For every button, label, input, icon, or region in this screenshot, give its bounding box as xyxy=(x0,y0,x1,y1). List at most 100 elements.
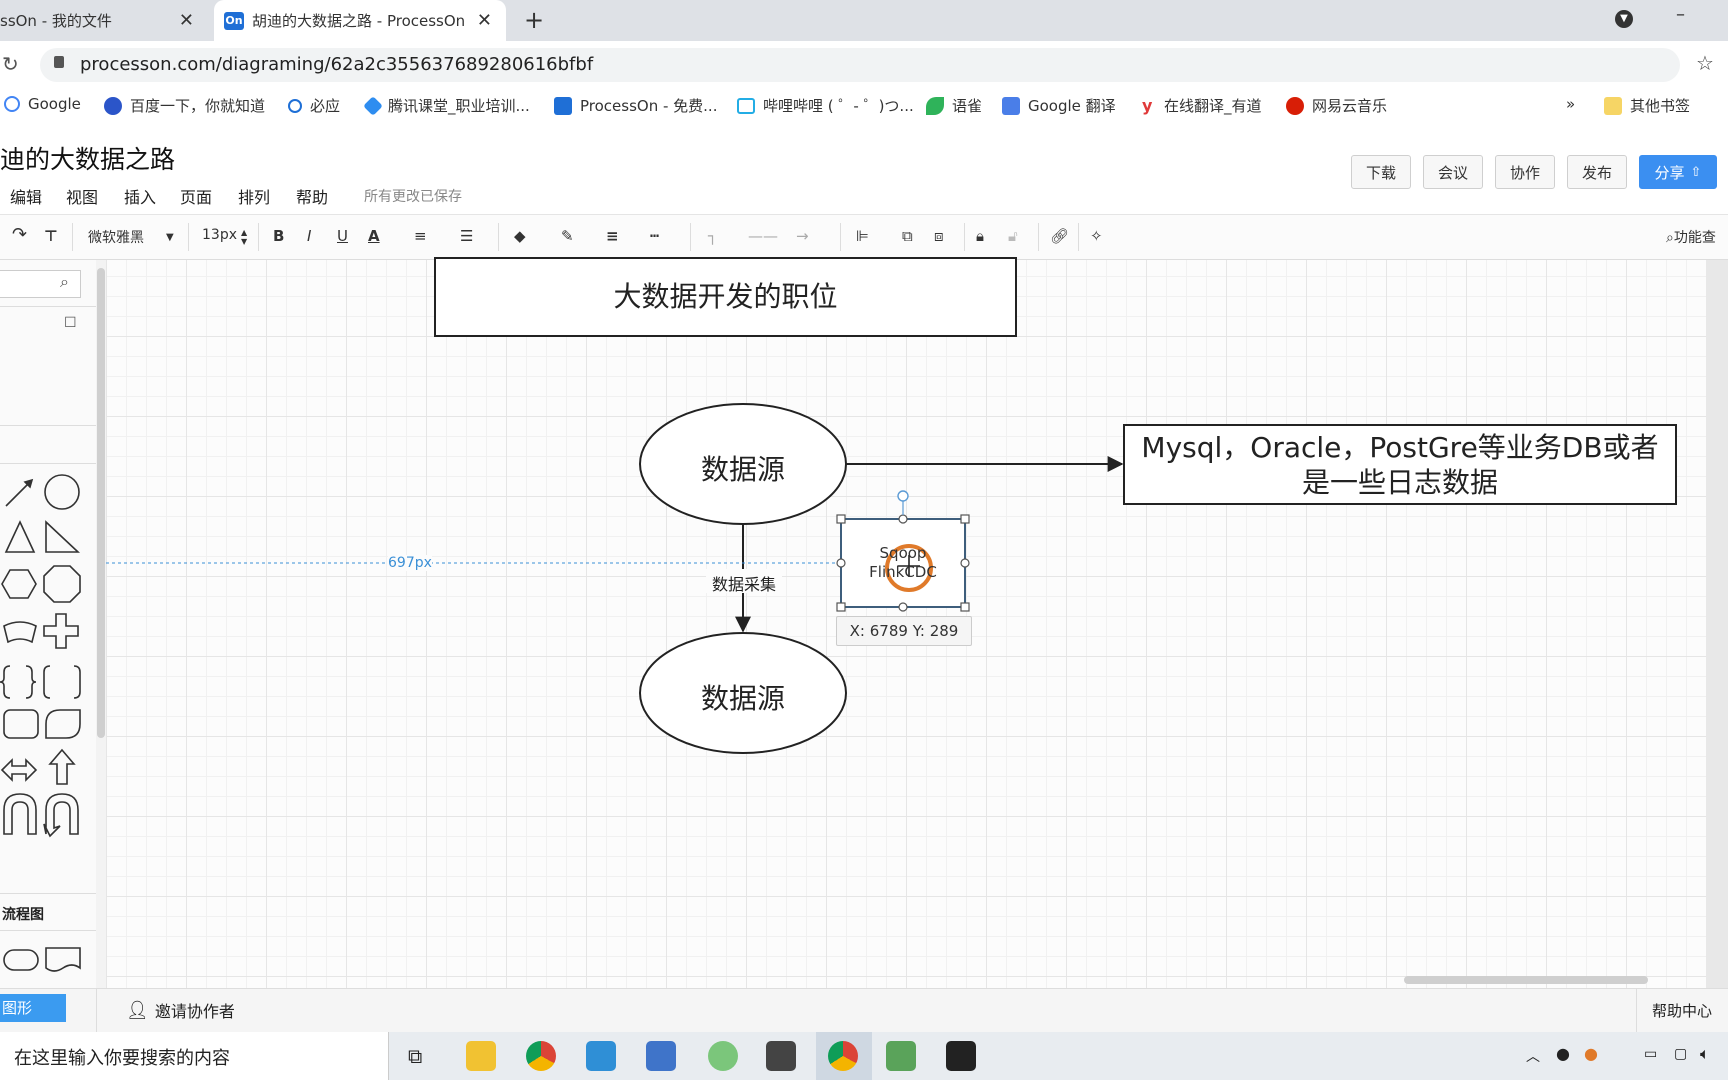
tab-my-files[interactable]: ssOn - 我的文件 ✕ xyxy=(0,0,208,41)
menu-page[interactable]: 页面 xyxy=(180,188,213,207)
format-painter-icon[interactable]: ⊤ xyxy=(44,227,58,245)
send-back-icon[interactable]: ⧈ xyxy=(934,227,944,245)
arrow-line-shape[interactable] xyxy=(5,478,34,507)
double-arrow-shape[interactable] xyxy=(0,758,38,782)
left-brace-shape[interactable] xyxy=(0,665,11,699)
document-shape[interactable] xyxy=(45,947,81,972)
share-button[interactable]: 分享 ⇧ xyxy=(1639,155,1717,189)
tray-expand-icon[interactable]: ︿ xyxy=(1526,1049,1540,1065)
tab-search-icon[interactable]: ▼ xyxy=(1615,10,1633,28)
font-size-stepper[interactable]: 13px xyxy=(202,227,237,243)
feishu-icon[interactable] xyxy=(708,1041,738,1071)
chevron-down-icon[interactable]: ▼ xyxy=(166,232,174,243)
line-style-icon[interactable]: —— xyxy=(748,227,778,245)
bookmarks-overflow-button[interactable]: » xyxy=(1566,95,1575,113)
publish-button[interactable]: 发布 xyxy=(1567,155,1627,189)
bookmark-google[interactable]: Google xyxy=(4,95,81,113)
right-brace-shape[interactable] xyxy=(25,665,37,699)
lock-icon[interactable] xyxy=(54,56,64,68)
search-icon[interactable]: ⌕ xyxy=(60,272,69,291)
font-family-select[interactable]: 微软雅黑 xyxy=(88,230,144,246)
new-tab-button[interactable]: + xyxy=(524,6,545,34)
invite-collaborator-button[interactable]: 👤︎ 邀请协作者 xyxy=(126,998,235,1022)
bookmark-bilibili[interactable]: 哔哩哔哩 ( ゜- ゜)つ... xyxy=(737,95,914,116)
bookmark-tencent-class[interactable]: 腾讯课堂_职业培训... xyxy=(363,95,530,116)
menu-arrange[interactable]: 排列 xyxy=(238,188,271,207)
other-bookmarks[interactable]: 其他书签 xyxy=(1604,95,1690,116)
bookmark-netease-music[interactable]: 网易云音乐 xyxy=(1286,95,1387,116)
document-title[interactable]: 迪的大数据之路 xyxy=(0,145,176,174)
font-color-button[interactable]: A xyxy=(368,227,380,245)
menu-insert[interactable]: 插入 xyxy=(124,188,157,207)
bold-button[interactable]: B xyxy=(273,227,285,245)
menu-help[interactable]: 帮助 xyxy=(296,188,329,207)
u-turn-shape[interactable] xyxy=(3,793,37,835)
connector-type-icon[interactable]: ┐ xyxy=(708,227,718,245)
rounded-rect-shape[interactable] xyxy=(3,709,39,739)
redo-icon[interactable]: ↷ xyxy=(12,224,28,245)
line-width-icon[interactable]: ≡ xyxy=(606,227,619,245)
url-text[interactable]: processon.com/diagraming/62a2c3556376892… xyxy=(80,54,594,75)
arrow-end-icon[interactable]: → xyxy=(796,227,809,245)
tab-diagram[interactable]: On 胡迪的大数据之路 - ProcessOn ✕ xyxy=(214,0,506,41)
terminator-shape[interactable] xyxy=(3,949,39,971)
shape-search-input[interactable] xyxy=(0,270,81,298)
fill-bucket-icon[interactable]: ◆ xyxy=(514,227,526,245)
up-arrow-shape[interactable] xyxy=(48,748,76,785)
tray-app-icon[interactable]: ● xyxy=(1584,1044,1598,1063)
canvas-horizontal-scrollbar[interactable] xyxy=(1404,976,1648,984)
diagram-canvas[interactable] xyxy=(106,260,1706,988)
file-explorer-icon[interactable] xyxy=(466,1041,496,1071)
download-button[interactable]: 下载 xyxy=(1351,155,1411,189)
battery-icon[interactable]: ▭ xyxy=(1644,1046,1658,1062)
flowchart-section-title[interactable]: 流程图 xyxy=(2,907,44,923)
chrome-icon[interactable] xyxy=(526,1041,556,1071)
circle-shape[interactable] xyxy=(44,474,80,510)
link-icon[interactable]: 🔗︎ xyxy=(1050,227,1070,245)
network-icon[interactable]: ▢ xyxy=(1674,1046,1688,1062)
remote-app-icon[interactable] xyxy=(586,1041,616,1071)
reload-icon[interactable]: ↻ xyxy=(2,52,19,76)
edit-library-icon[interactable]: ☐ xyxy=(64,315,77,331)
screen-recorder-icon[interactable] xyxy=(946,1041,976,1071)
panel-scrollbar-thumb[interactable] xyxy=(97,268,105,738)
underline-button[interactable]: U xyxy=(337,227,348,245)
bookmark-processon[interactable]: ProcessOn - 免费... xyxy=(554,95,717,116)
microphone-icon[interactable]: ● xyxy=(1556,1044,1570,1063)
hexagon-shape[interactable] xyxy=(1,569,37,599)
left-bracket-shape[interactable] xyxy=(43,665,51,699)
stepper-arrows-icon[interactable]: ▲▼ xyxy=(241,228,248,246)
italic-button[interactable]: I xyxy=(307,227,312,245)
image-app-icon[interactable] xyxy=(886,1041,916,1071)
bring-front-icon[interactable]: ⧉ xyxy=(902,227,913,245)
windows-search-box[interactable]: 在这里输入你要搜索的内容 xyxy=(0,1032,389,1080)
volume-icon[interactable]: 🔈︎ xyxy=(1700,1044,1710,1063)
line-spacing-icon[interactable]: ☰ xyxy=(460,227,474,245)
curved-shape[interactable] xyxy=(3,621,37,644)
octagon-shape[interactable] xyxy=(43,565,81,603)
text-align-icon[interactable]: ≡ xyxy=(414,227,427,245)
more-shapes-button[interactable]: 图形 xyxy=(0,994,66,1022)
magic-wand-icon[interactable]: ✧ xyxy=(1090,227,1103,245)
line-color-icon[interactable]: ✎ xyxy=(561,227,574,245)
close-tab-icon[interactable]: ✕ xyxy=(178,10,194,31)
help-center-link[interactable]: 帮助中心 xyxy=(1652,1002,1713,1020)
chrome-active-icon[interactable] xyxy=(828,1041,858,1071)
delay-shape[interactable] xyxy=(45,709,81,739)
window-app-icon[interactable] xyxy=(646,1041,676,1071)
lock-icon[interactable]: 🔒︎ xyxy=(976,227,984,245)
close-tab-icon[interactable]: ✕ xyxy=(476,10,492,31)
bookmark-google-translate[interactable]: Google 翻译 xyxy=(1002,95,1116,116)
feature-search[interactable]: ⌕功能查 xyxy=(1666,227,1716,247)
meeting-button[interactable]: 会议 xyxy=(1423,155,1483,189)
right-triangle-shape[interactable] xyxy=(45,520,81,553)
bookmark-baidu[interactable]: 百度一下，你就知道 xyxy=(104,95,265,116)
align-icon[interactable]: ⊫ xyxy=(856,227,870,245)
u-turn-arrow-shape[interactable] xyxy=(43,793,79,838)
cross-shape[interactable] xyxy=(43,613,79,649)
unlock-icon[interactable]: 🔓︎ xyxy=(1008,227,1018,245)
menu-edit[interactable]: 编辑 xyxy=(10,188,43,207)
triangle-shape[interactable] xyxy=(4,520,36,553)
line-dash-icon[interactable]: ┅ xyxy=(650,227,660,245)
